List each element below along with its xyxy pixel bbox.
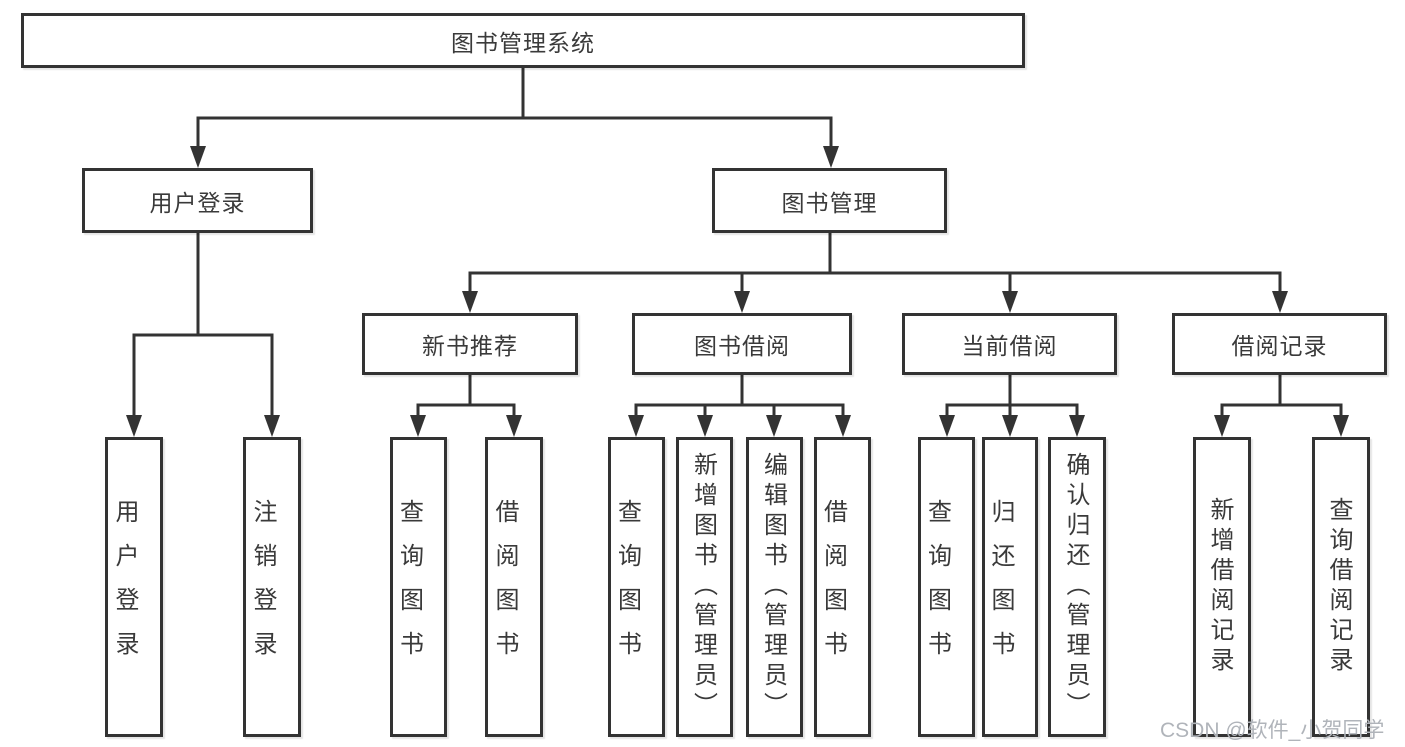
leaf-logout: 注销登录 [243,437,301,737]
node-root-label: 图书管理系统 [451,29,595,56]
leaf-borrow-edit-books-admin-label: 编辑图书（管理员） [759,452,787,722]
leaf-records-query-record-label: 查询借阅记录 [1325,497,1352,677]
leaf-borrow-query-books-label: 查询图书 [613,499,641,675]
node-borrow-records-label: 借阅记录 [1231,333,1328,359]
node-book-management: 图书管理 [712,168,947,233]
leaf-borrow-edit-books-admin: 编辑图书（管理员） [746,437,803,737]
node-new-book-recommend: 新书推荐 [362,313,578,375]
node-current-borrow-label: 当前借阅 [961,333,1058,359]
leaf-newbook-borrow-books-label: 借阅图书 [491,499,518,675]
leaf-newbook-query-books: 查询图书 [390,437,447,737]
csdn-watermark: CSDN @软件_小贺同学 [1160,719,1385,742]
leaf-current-query-books-label: 查询图书 [923,499,951,675]
node-root: 图书管理系统 [21,13,1025,68]
node-current-borrow: 当前借阅 [902,313,1117,375]
leaf-user-login-label: 用户登录 [111,499,138,675]
leaf-borrow-borrow-books: 借阅图书 [814,437,871,737]
leaf-borrow-add-books-admin: 新增图书（管理员） [676,437,733,737]
node-book-borrow-label: 图书借阅 [694,333,790,359]
leaf-records-add-record: 新增借阅记录 [1193,437,1251,737]
leaf-borrow-borrow-books-label: 借阅图书 [819,499,847,675]
node-user-login-branch-label: 用户登录 [149,189,246,216]
leaf-current-confirm-return-admin-label: 确认归还（管理员） [1062,452,1089,722]
node-book-borrow: 图书借阅 [632,313,852,375]
leaf-current-confirm-return-admin: 确认归还（管理员） [1048,437,1106,737]
leaf-logout-label: 注销登录 [249,499,276,675]
leaf-borrow-add-books-admin-label: 新增图书（管理员） [689,452,717,722]
leaf-borrow-query-books: 查询图书 [608,437,665,737]
leaf-records-query-record: 查询借阅记录 [1312,437,1370,737]
node-user-login-branch: 用户登录 [82,168,313,233]
leaf-user-login: 用户登录 [105,437,163,737]
leaf-current-return-books-label: 归还图书 [987,499,1014,675]
leaf-current-query-books: 查询图书 [918,437,975,737]
node-book-management-label: 图书管理 [781,189,878,216]
node-new-book-recommend-label: 新书推荐 [422,333,518,359]
leaf-current-return-books: 归还图书 [982,437,1038,737]
leaf-newbook-borrow-books: 借阅图书 [485,437,543,737]
node-borrow-records: 借阅记录 [1172,313,1387,375]
leaf-newbook-query-books-label: 查询图书 [395,499,423,675]
leaf-records-add-record-label: 新增借阅记录 [1206,497,1233,677]
